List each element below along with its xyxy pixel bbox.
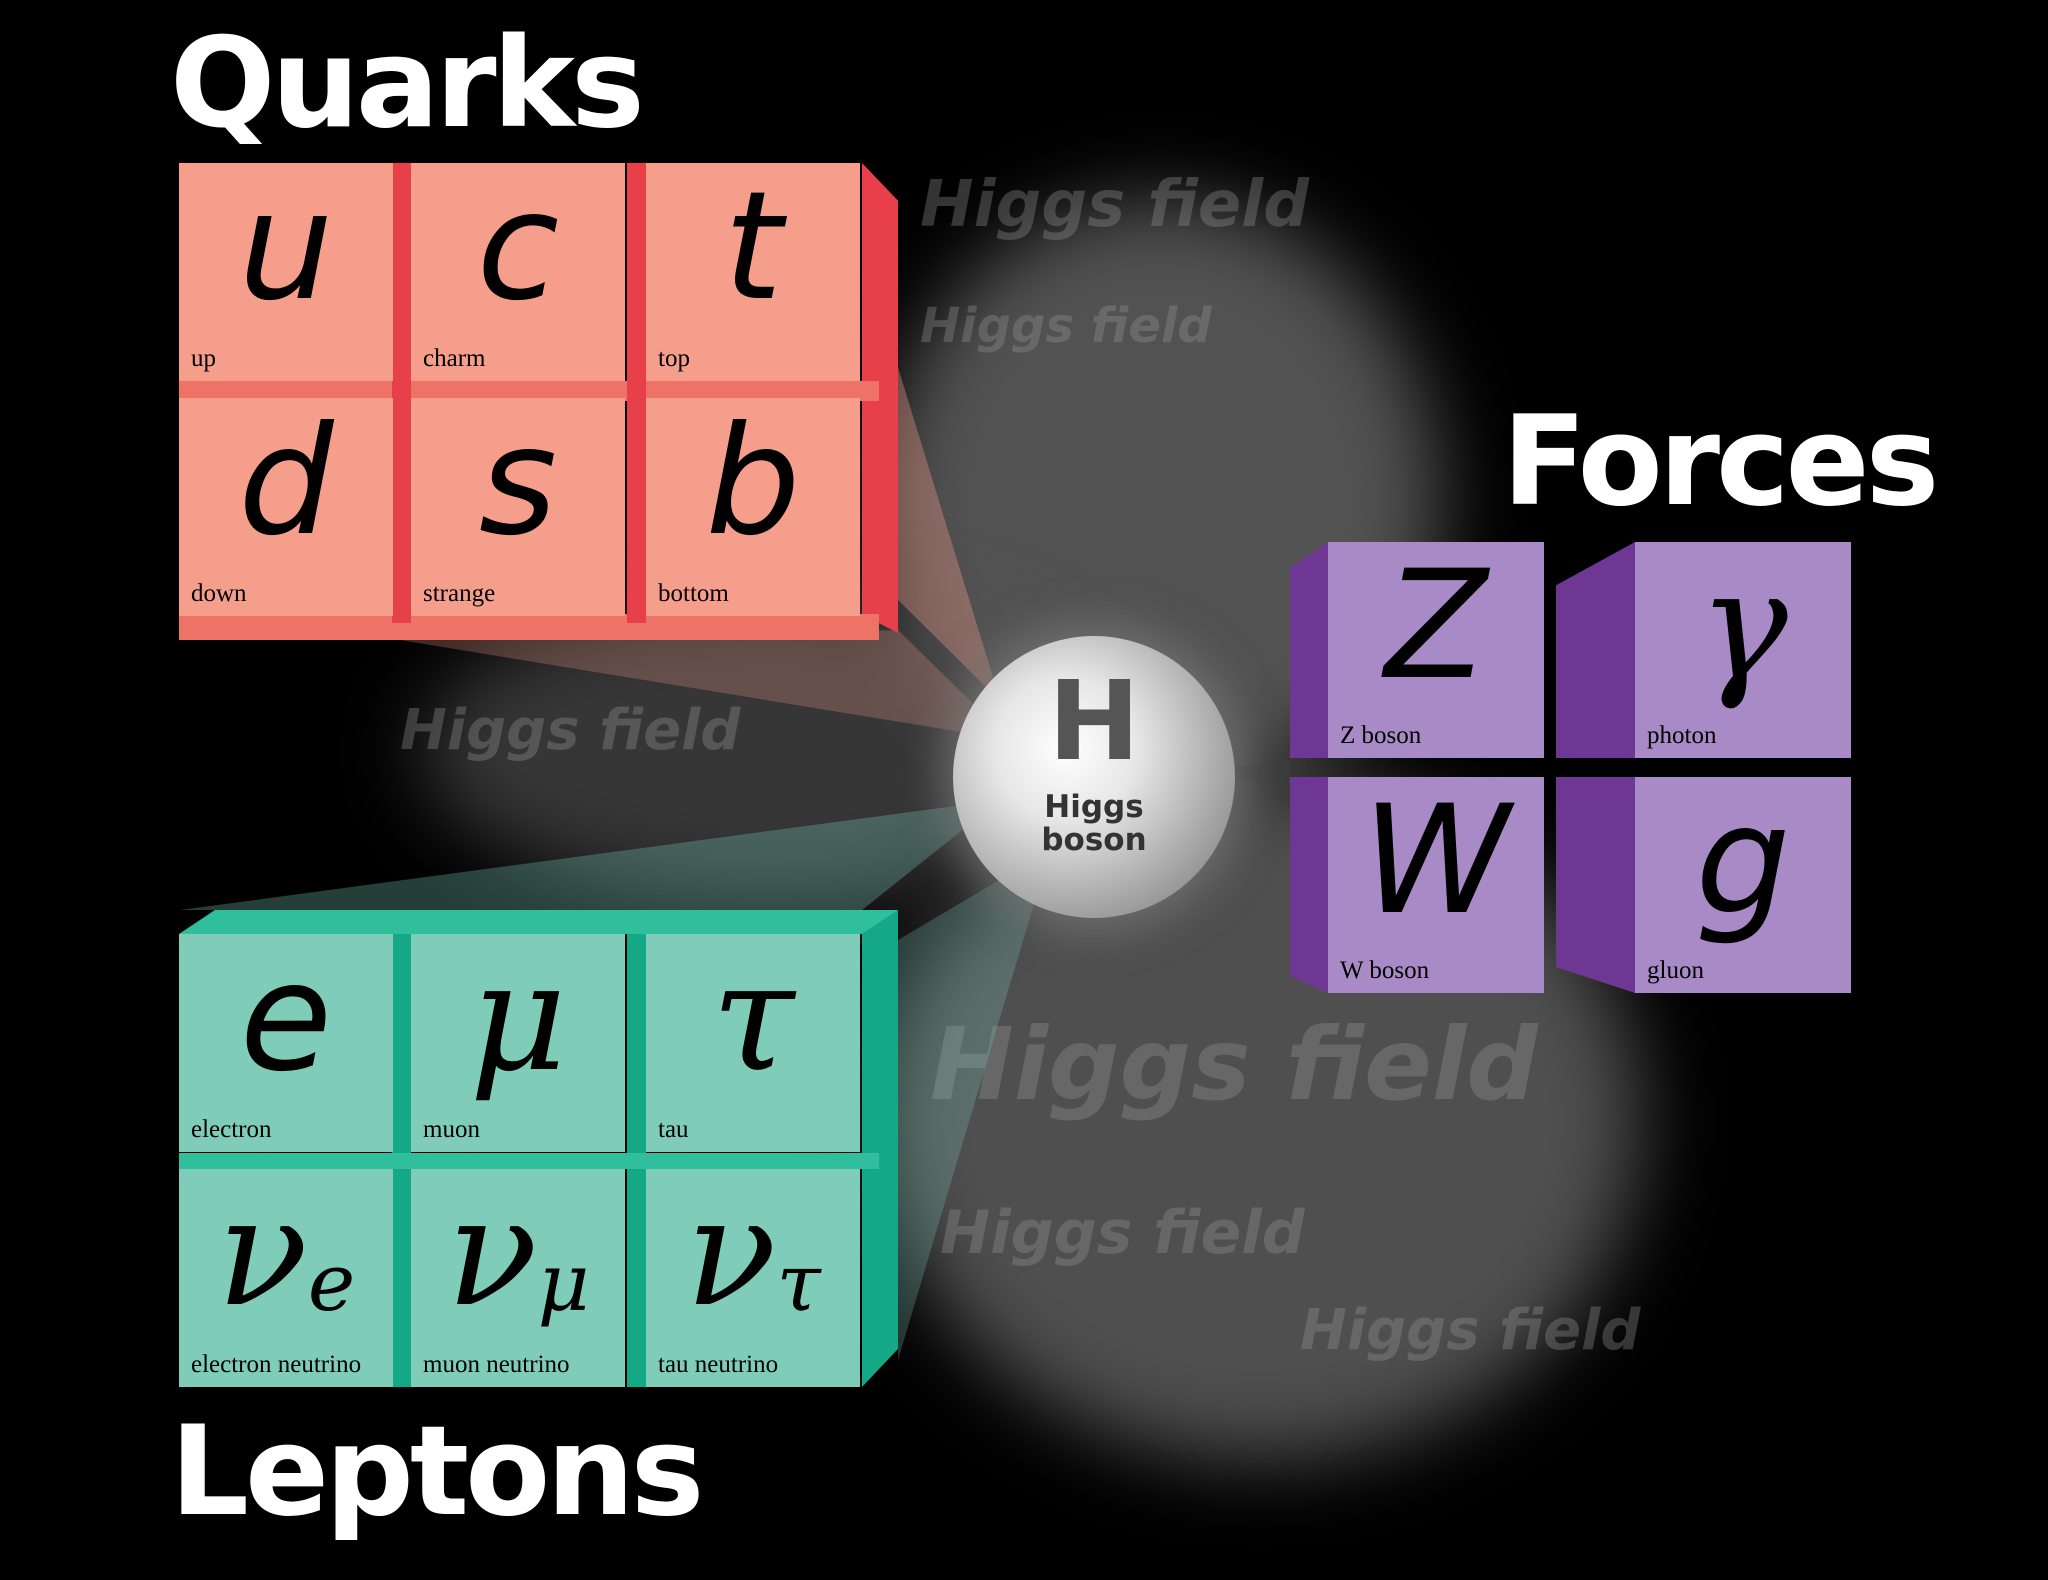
force-name: photon (1647, 722, 1717, 749)
lepton-symbol: τ (711, 934, 795, 1105)
lepton-beam (898, 850, 1050, 1360)
quark-cell-down[interactable]: d down (179, 398, 393, 616)
force-side (1290, 777, 1328, 993)
lepton-name: muon (423, 1116, 480, 1143)
higgs-symbol: H (1047, 657, 1141, 785)
force-cell-gluon[interactable]: g gluon (1635, 777, 1851, 993)
force-symbol: γ (1698, 542, 1788, 713)
lepton-row-top (179, 1153, 879, 1169)
quark-side (627, 163, 646, 623)
force-symbol: Z (1384, 542, 1488, 713)
quark-symbol: d (238, 398, 334, 569)
lepton-symbol: νe (216, 1169, 356, 1340)
quark-symbol: t (723, 163, 783, 334)
higgs-field-text: Higgs field (940, 1198, 1305, 1268)
quark-symbol: s (478, 398, 558, 569)
force-side (1556, 777, 1635, 993)
lepton-name: muon neutrino (423, 1351, 570, 1378)
forces-title: Forces (1502, 390, 1939, 534)
lepton-block-top (179, 910, 898, 934)
force-side (1290, 542, 1328, 758)
lepton-block-side (862, 910, 898, 1387)
lepton-cell-muon[interactable]: μ muon (411, 934, 625, 1152)
higgs-field-text: Higgs field (920, 168, 1310, 242)
lepton-subscript: τ (776, 1236, 821, 1329)
lepton-name: tau neutrino (658, 1351, 779, 1378)
quark-name: up (191, 345, 216, 372)
quark-cell-charm[interactable]: c charm (411, 163, 625, 381)
force-name: gluon (1647, 957, 1704, 984)
lepton-cell-muon-neutrino[interactable]: νμ muon neutrino (411, 1169, 625, 1387)
quark-name: strange (423, 580, 496, 607)
lepton-subscript: e (307, 1236, 356, 1329)
higgs-field-text: Higgs field (1300, 1298, 1641, 1363)
lepton-name: tau (658, 1116, 689, 1143)
force-name: Z boson (1340, 722, 1422, 749)
quark-cell-strange[interactable]: s strange (411, 398, 625, 616)
lepton-name: electron neutrino (191, 1351, 362, 1378)
force-cell-z-boson[interactable]: Z Z boson (1328, 542, 1544, 758)
higgs-field-text: Higgs field (400, 698, 741, 763)
quark-symbol: c (476, 163, 560, 334)
quark-row-bottom (179, 381, 879, 401)
force-symbol: W (1361, 777, 1511, 948)
quark-name: top (658, 345, 690, 372)
lepton-symbol: e (239, 934, 333, 1105)
force-cell-w-boson[interactable]: W W boson (1328, 777, 1544, 993)
quark-name: charm (423, 345, 486, 372)
quark-name: bottom (658, 580, 729, 607)
lepton-symbol: ντ (685, 1169, 821, 1340)
higgs-field-text: Higgs field (930, 1006, 1538, 1123)
quarks-title: Quarks (170, 12, 645, 156)
lepton-cell-electron[interactable]: e electron (179, 934, 393, 1152)
higgs-field-text: Higgs field (920, 298, 1212, 354)
quark-row-bottom (179, 614, 879, 640)
quark-cell-top[interactable]: t top (646, 163, 860, 381)
lepton-subscript: μ (537, 1236, 590, 1329)
leptons-title: Leptons (170, 1400, 704, 1544)
lepton-symbol: μ (469, 934, 567, 1105)
quark-symbol: b (705, 398, 801, 569)
lepton-name: electron (191, 1116, 272, 1143)
force-name: W boson (1340, 957, 1430, 984)
quark-side (392, 163, 411, 623)
lepton-symbol: νμ (446, 1169, 590, 1340)
quark-name: down (191, 580, 247, 607)
lepton-beam (180, 800, 1000, 910)
quark-beam (862, 250, 1060, 760)
lepton-cell-tau-neutrino[interactable]: ντ tau neutrino (646, 1169, 860, 1387)
lepton-cell-electron-neutrino[interactable]: νe electron neutrino (179, 1169, 393, 1387)
quark-cell-bottom[interactable]: b bottom (646, 398, 860, 616)
quark-beam (400, 630, 1010, 740)
quark-symbol: u (238, 163, 334, 334)
force-symbol: g (1695, 777, 1791, 948)
force-cell-photon[interactable]: γ photon (1635, 542, 1851, 758)
